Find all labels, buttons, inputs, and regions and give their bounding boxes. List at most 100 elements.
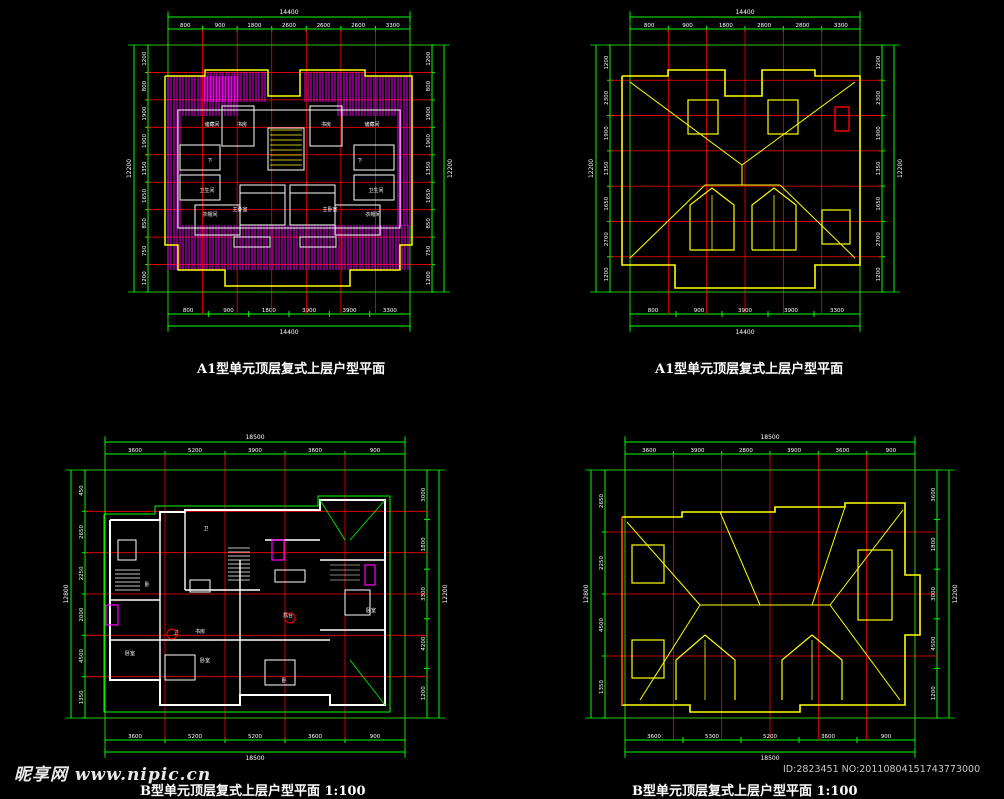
top-dim-label: 900	[886, 448, 897, 454]
right-dim-label: 1650	[876, 196, 882, 210]
plan-a1-right: 1440080090018002800280033008009003900390…	[588, 9, 904, 336]
right-dim-label: 800	[426, 80, 432, 91]
left-total-label: 12200	[588, 159, 595, 178]
top-total-label: 18500	[760, 434, 779, 441]
plan-title-b-right: B型单元顶层复式上层户型平面 1:100	[632, 784, 858, 799]
left-dim-label: 750	[142, 245, 148, 256]
top-dim-label: 800	[180, 23, 191, 29]
left-dim-label: 4500	[599, 618, 605, 632]
right-dim-label: 1200	[426, 271, 432, 285]
right-dim-label: 1900	[426, 134, 432, 148]
top-dim-label: 1800	[719, 23, 733, 29]
room-label: 主卧室	[322, 206, 337, 213]
bottom-dim-label: 5200	[248, 734, 262, 740]
left-dim-label: 2250	[79, 566, 85, 580]
room-label: 卫	[173, 630, 178, 636]
plan-title-a1-left: A1型单元顶层复式上层户型平面	[197, 362, 386, 377]
top-dim-label: 2800	[796, 23, 810, 29]
top-dim-label: 3900	[691, 448, 705, 454]
right-dim-label: 1350	[426, 161, 432, 175]
watermark-id: ID:2823451 NO:20110804151743773000	[783, 764, 981, 775]
room-wall	[267, 127, 305, 171]
room-wall	[179, 144, 221, 171]
right-total-label: 12200	[442, 584, 449, 603]
roof-hip-line	[629, 184, 706, 259]
bottom-dim-label: 800	[648, 308, 659, 314]
room-label: 下	[207, 158, 212, 164]
room-label: 衣帽间	[202, 211, 217, 218]
dormer-window	[767, 99, 799, 135]
right-dim-label: 1800	[931, 537, 937, 551]
right-dim-label: 2300	[876, 90, 882, 104]
sofa	[299, 236, 337, 248]
dormer-window	[631, 544, 665, 584]
top-dim-label: 3900	[248, 448, 262, 454]
bathtub	[364, 564, 376, 586]
top-dim-label: 800	[644, 23, 655, 29]
bottom-total-label: 14400	[279, 329, 298, 336]
room-label: 主卧室	[232, 206, 247, 213]
bathtub	[271, 539, 285, 561]
left-dim-label: 1200	[142, 271, 148, 285]
dormer-window	[857, 549, 893, 621]
left-dim-label: 2300	[604, 90, 610, 104]
bottom-dim-label: 3300	[383, 308, 397, 314]
top-dim-label: 900	[215, 23, 226, 29]
bottom-dim-label: 1800	[262, 308, 276, 314]
top-dim-label: 3300	[834, 23, 848, 29]
right-dim-label: 1200	[421, 686, 427, 700]
left-dim-label: 1200	[604, 55, 610, 69]
room-label: 书房	[321, 121, 331, 128]
roof-hip-line	[779, 184, 856, 259]
interior-walls	[177, 105, 401, 248]
left-dim-label: 1900	[604, 126, 610, 140]
dormer-window	[631, 639, 665, 679]
roof-hip-line	[629, 81, 743, 166]
bottom-dim-label: 3900	[302, 308, 316, 314]
room-label: 下	[357, 158, 362, 164]
room-wall	[239, 184, 286, 226]
bottom-dim-label: 900	[694, 308, 705, 314]
top-dim-label: 3600	[308, 448, 322, 454]
right-dim-label: 1200	[876, 267, 882, 281]
top-total-label: 14400	[279, 9, 298, 16]
right-dim-label: 750	[426, 245, 432, 256]
top-dim-label: 900	[370, 448, 381, 454]
top-dim-label: 2800	[739, 448, 753, 454]
right-dim-label: 1650	[426, 188, 432, 202]
right-total-label: 12200	[897, 159, 904, 178]
room-label: 卧室	[125, 650, 135, 657]
bed	[344, 589, 371, 616]
left-dim-label: 1350	[79, 690, 85, 704]
room-wall	[179, 174, 221, 201]
bottom-dim-label: 900	[881, 734, 892, 740]
left-total-label: 12800	[583, 584, 590, 603]
top-dim-label: 900	[682, 23, 693, 29]
level-marker	[166, 628, 178, 640]
roof-hip-line	[719, 511, 761, 606]
roof-hatch	[167, 72, 411, 270]
eave-line	[103, 495, 391, 713]
top-dim-label: 3600	[128, 448, 142, 454]
room-wall	[353, 174, 395, 201]
roof-hip-line	[319, 499, 346, 541]
roof-hip-line	[639, 604, 701, 701]
room-wall	[221, 105, 255, 147]
room-label: 卧室	[200, 657, 210, 664]
bottom-dim-label: 3900	[343, 308, 357, 314]
bed-headboard	[289, 184, 336, 194]
roof-hip-line	[349, 659, 386, 706]
room-label: 储藏间	[204, 121, 219, 128]
top-dim-label: 1800	[247, 23, 261, 29]
left-dim-label: 2250	[599, 556, 605, 570]
room-wall	[353, 144, 395, 171]
roof-hip-line	[829, 604, 901, 701]
room-label: 书房	[195, 628, 205, 635]
bottom-dim-label: 3900	[784, 308, 798, 314]
room-label: 卫	[203, 526, 208, 532]
bottom-dim-label: 3600	[647, 734, 661, 740]
right-dim-label: 1200	[426, 51, 432, 65]
room-wall	[289, 184, 336, 226]
